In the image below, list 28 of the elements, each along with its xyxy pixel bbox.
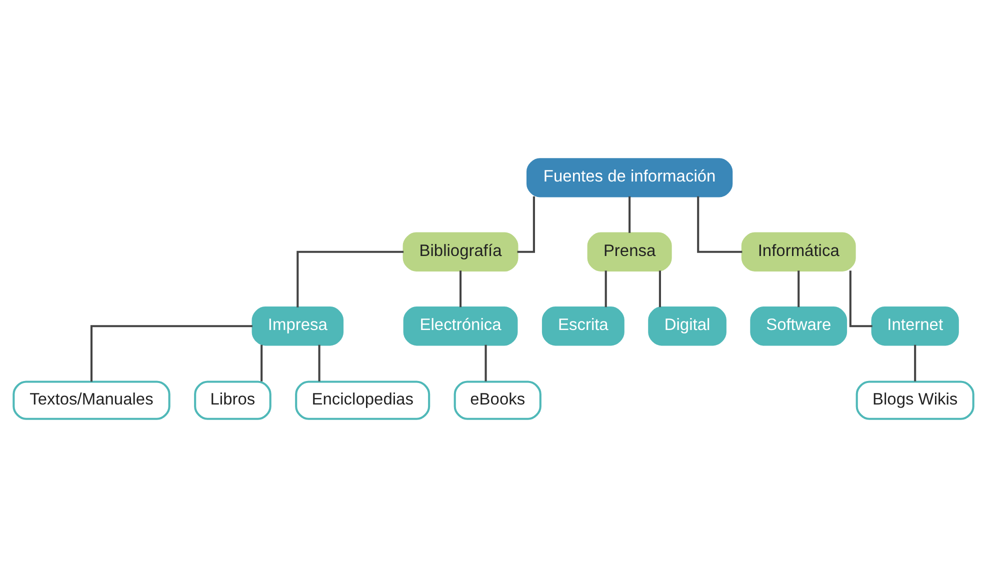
connector — [658, 270, 661, 308]
node-box: Libros — [194, 380, 272, 420]
connector — [628, 196, 631, 233]
connector — [260, 344, 263, 382]
connector — [296, 250, 404, 308]
connector — [914, 344, 916, 382]
node-box: Blogs Wikis — [856, 380, 974, 420]
node-box: Internet — [871, 306, 959, 346]
connector — [849, 270, 872, 328]
connector — [318, 344, 320, 382]
node-box: Bibliografía — [402, 232, 518, 272]
connector — [90, 325, 252, 382]
node-box: Informática — [741, 232, 856, 272]
node-box: Enciclopedias — [295, 380, 430, 420]
node-box: Escrita — [542, 306, 624, 346]
node-box: Digital — [648, 306, 726, 346]
node-box: eBooks — [454, 380, 542, 420]
node-box: Prensa — [587, 232, 672, 272]
node-box: Fuentes de información — [526, 158, 733, 198]
node-box: Electrónica — [403, 306, 518, 346]
connector — [459, 270, 462, 308]
node-box: Software — [750, 306, 848, 346]
connector — [604, 270, 607, 308]
connector — [484, 344, 487, 382]
connector — [798, 270, 800, 308]
node-box: Textos/Manuales — [12, 380, 170, 420]
connector — [697, 196, 742, 253]
node-box: Impresa — [252, 306, 344, 346]
